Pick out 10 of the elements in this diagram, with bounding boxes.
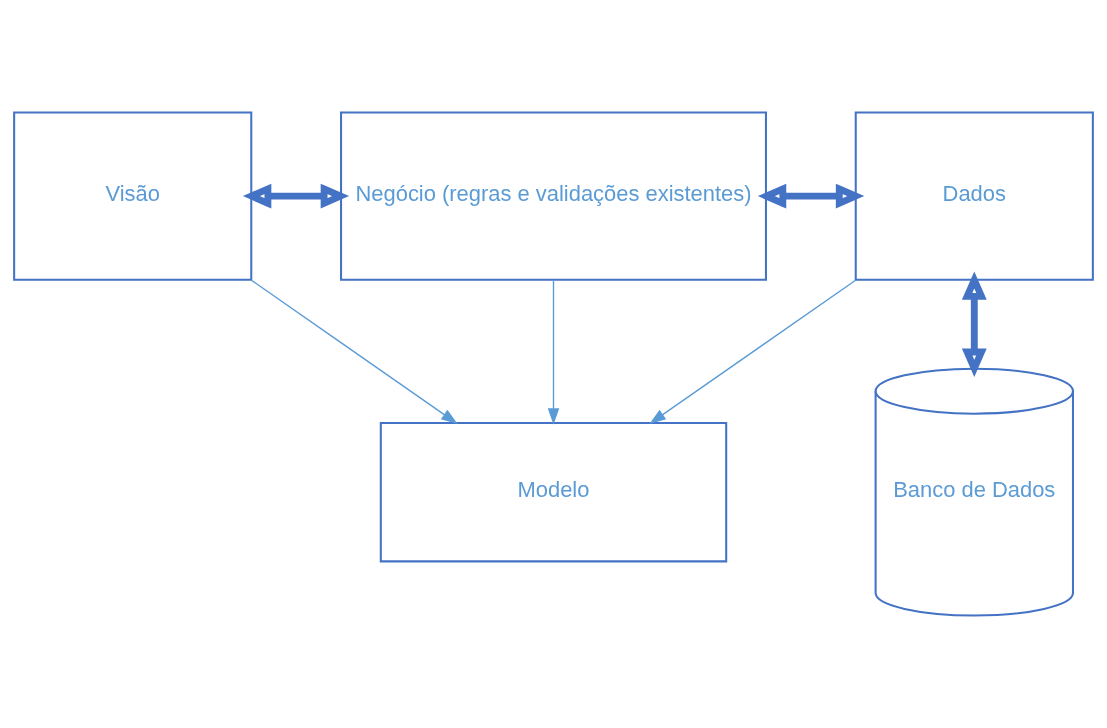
arrow xyxy=(242,183,350,209)
arrow xyxy=(757,183,865,209)
arrow xyxy=(250,279,458,424)
node-box: Visão xyxy=(13,111,253,281)
arrow xyxy=(649,279,857,424)
node-box: Negócio (regras e validações existentes) xyxy=(340,111,767,281)
arrow xyxy=(547,279,560,425)
node-box: Dados xyxy=(854,111,1094,281)
node-box: Modelo xyxy=(379,421,728,563)
arrow xyxy=(961,271,987,377)
